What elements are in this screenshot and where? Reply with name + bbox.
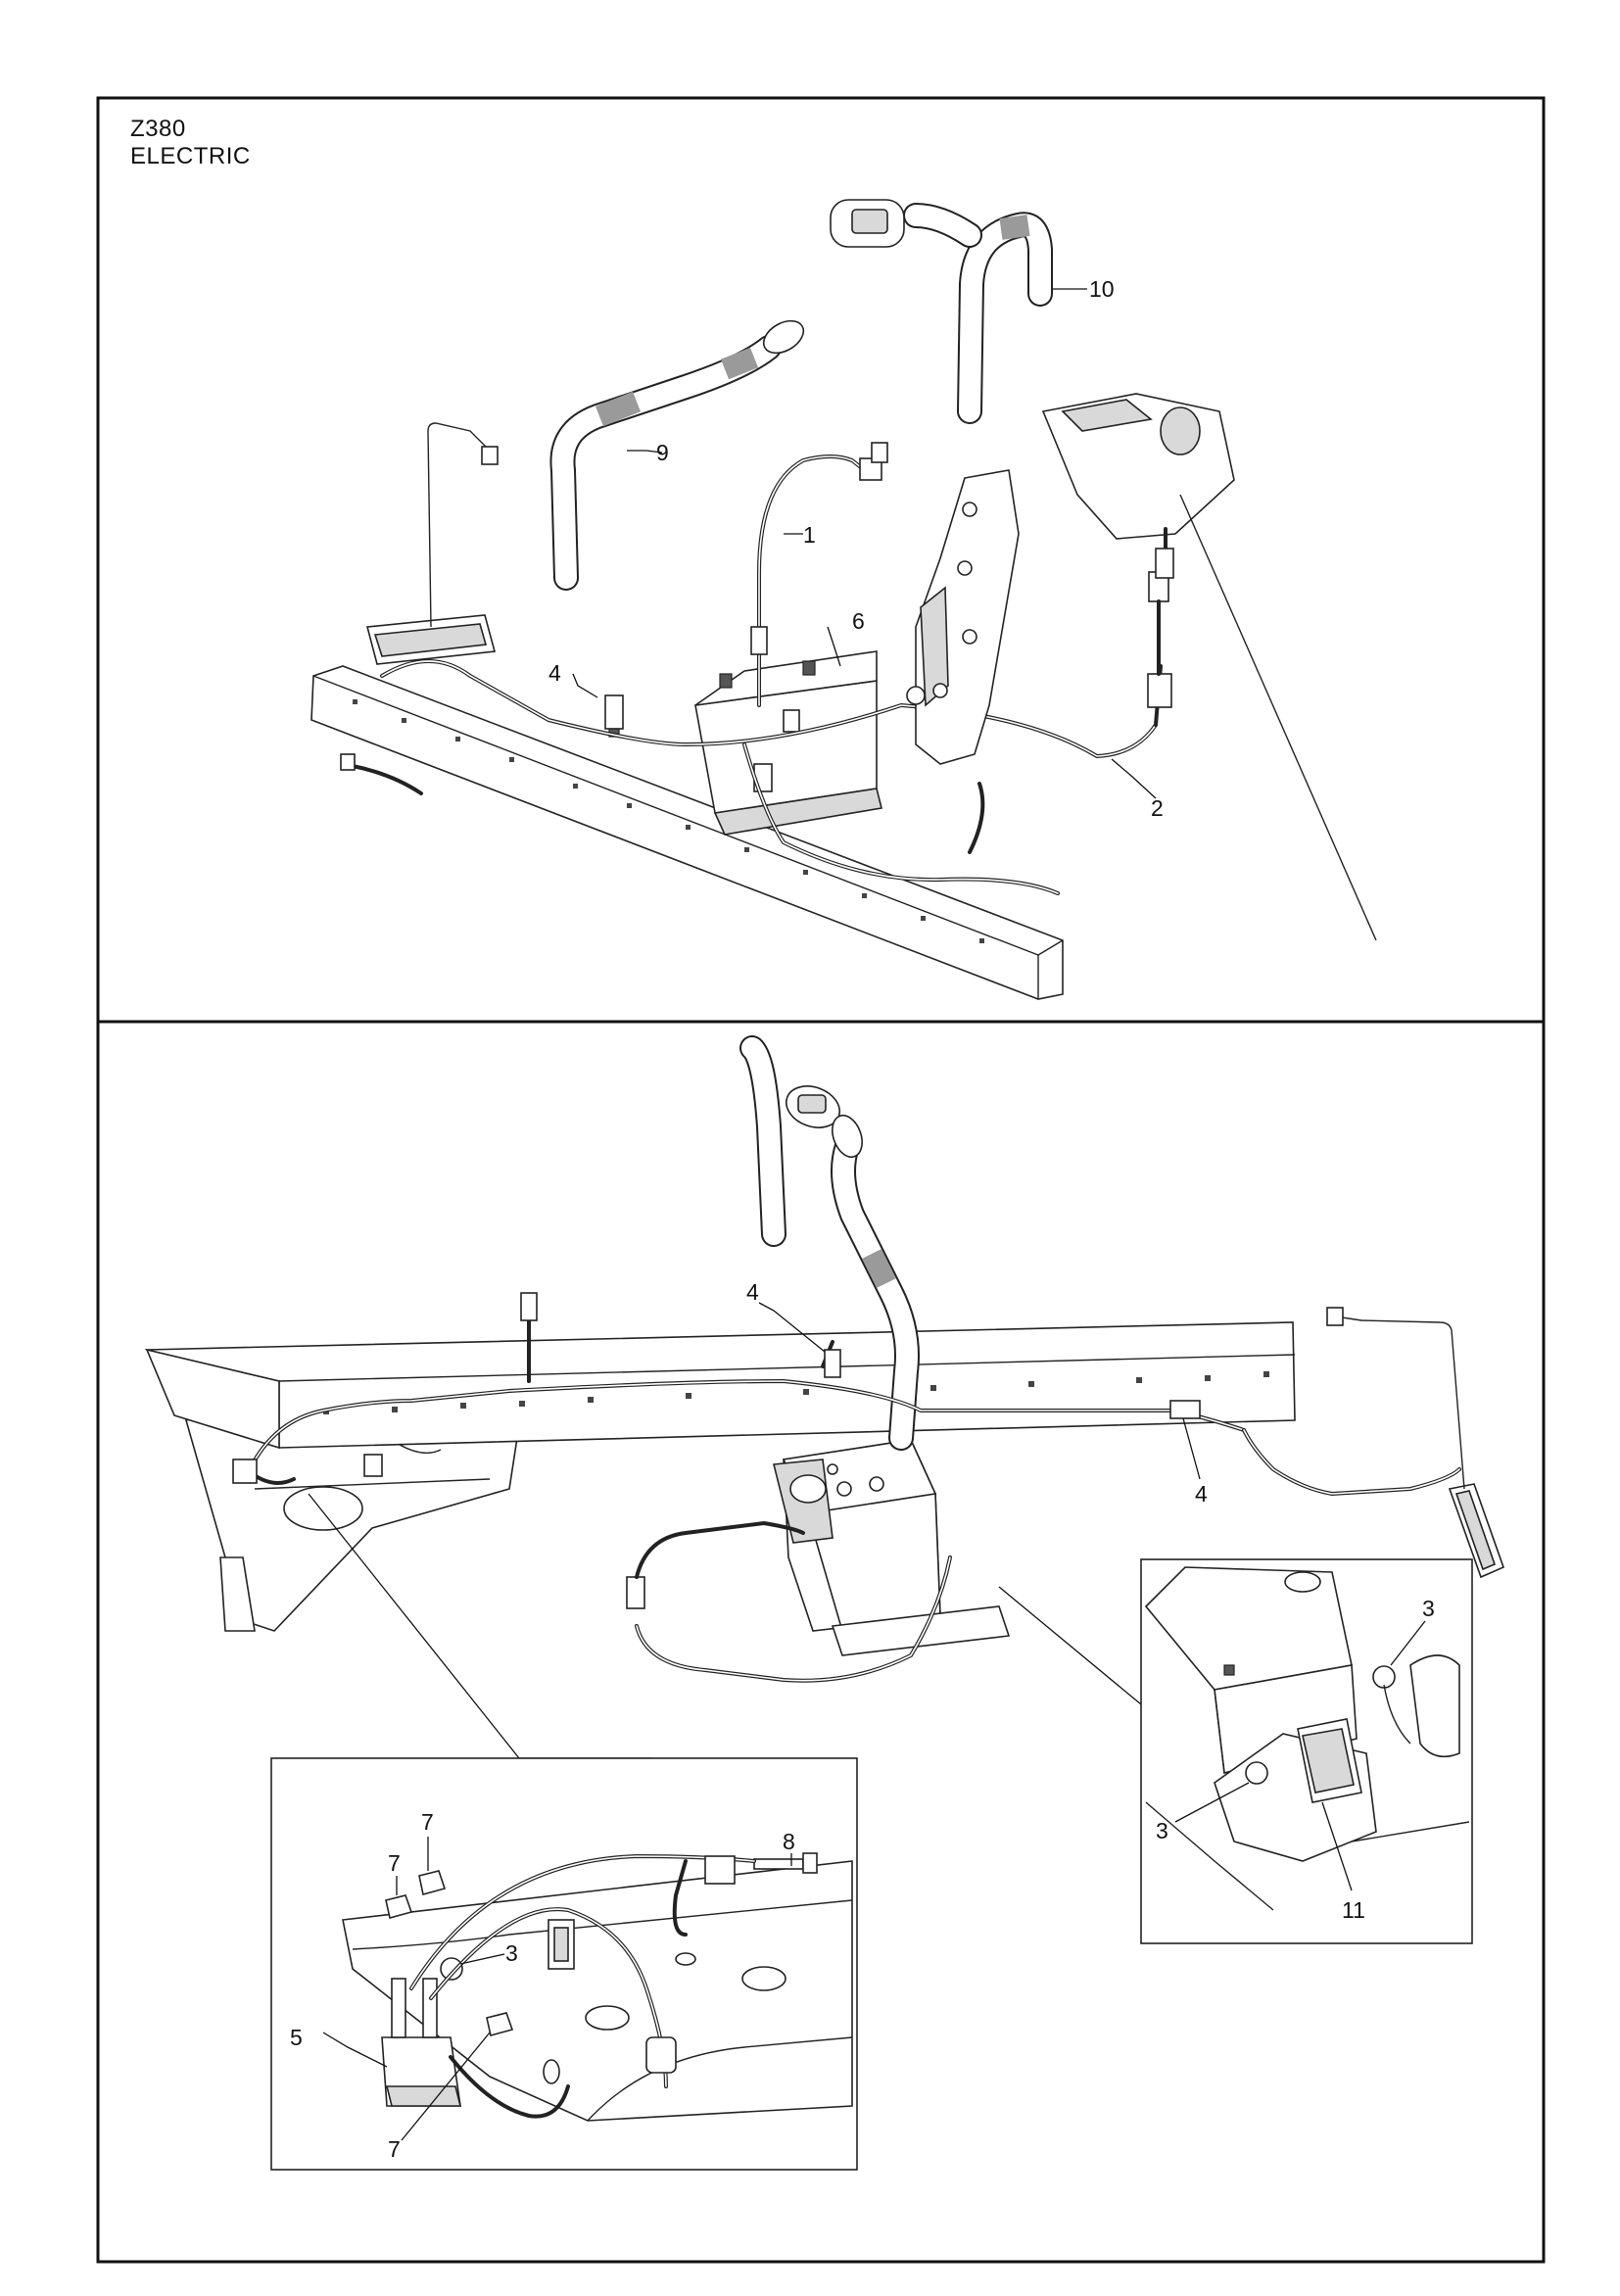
column-support (906, 469, 1020, 765)
lap-bar-9 (549, 319, 805, 591)
control-console (1041, 393, 1377, 941)
upper-assembly (310, 199, 1377, 1000)
callout-upper-1: 1 (803, 522, 816, 548)
callout-detail-3b: 3 (1156, 1818, 1168, 1843)
callout-detail-3a: 3 (1422, 1596, 1435, 1621)
detail-right-leaders (1174, 1620, 1426, 1891)
harness-1 (750, 442, 888, 707)
battery (694, 650, 882, 836)
harness-lower (232, 1292, 1461, 1683)
callout-upper-9: 9 (656, 440, 669, 465)
callout-detail-7b: 7 (421, 1809, 434, 1835)
callout-lower-4b: 4 (1195, 1481, 1208, 1507)
lower-assembly (144, 1035, 1505, 1683)
callout-upper-10: 10 (1089, 276, 1115, 302)
detail-right-assembly (1144, 1566, 1470, 1911)
harness-2 (340, 571, 1172, 895)
page-frame (96, 96, 1546, 2264)
callout-detail-8: 8 (783, 1829, 795, 1854)
relay (604, 694, 624, 738)
detail-left-leaders (322, 1837, 792, 2141)
lap-bar-10 (830, 199, 1053, 424)
upper-leaders (572, 288, 1157, 799)
callout-upper-4: 4 (548, 660, 561, 686)
callout-upper-6: 6 (852, 608, 865, 634)
lap-bar-lower (739, 1035, 920, 1451)
frame-rail (310, 665, 1064, 1000)
light-bar (365, 422, 499, 665)
callout-detail-3: 3 (505, 1940, 518, 1966)
callout-upper-2: 2 (1151, 795, 1164, 821)
battery-lower (772, 1439, 1011, 1656)
callout-detail-7c: 7 (388, 2136, 401, 2162)
model-label: Z380 (130, 116, 186, 142)
frame-rail-lower (144, 1321, 1296, 1450)
callout-detail-7a: 7 (388, 1850, 401, 1876)
callout-detail-11: 11 (1342, 1897, 1365, 1923)
section-label: ELECTRIC (130, 143, 251, 169)
callout-lower-4a: 4 (746, 1279, 759, 1305)
light-bar-lower (1326, 1307, 1505, 1579)
callout-detail-5: 5 (290, 2025, 303, 2050)
